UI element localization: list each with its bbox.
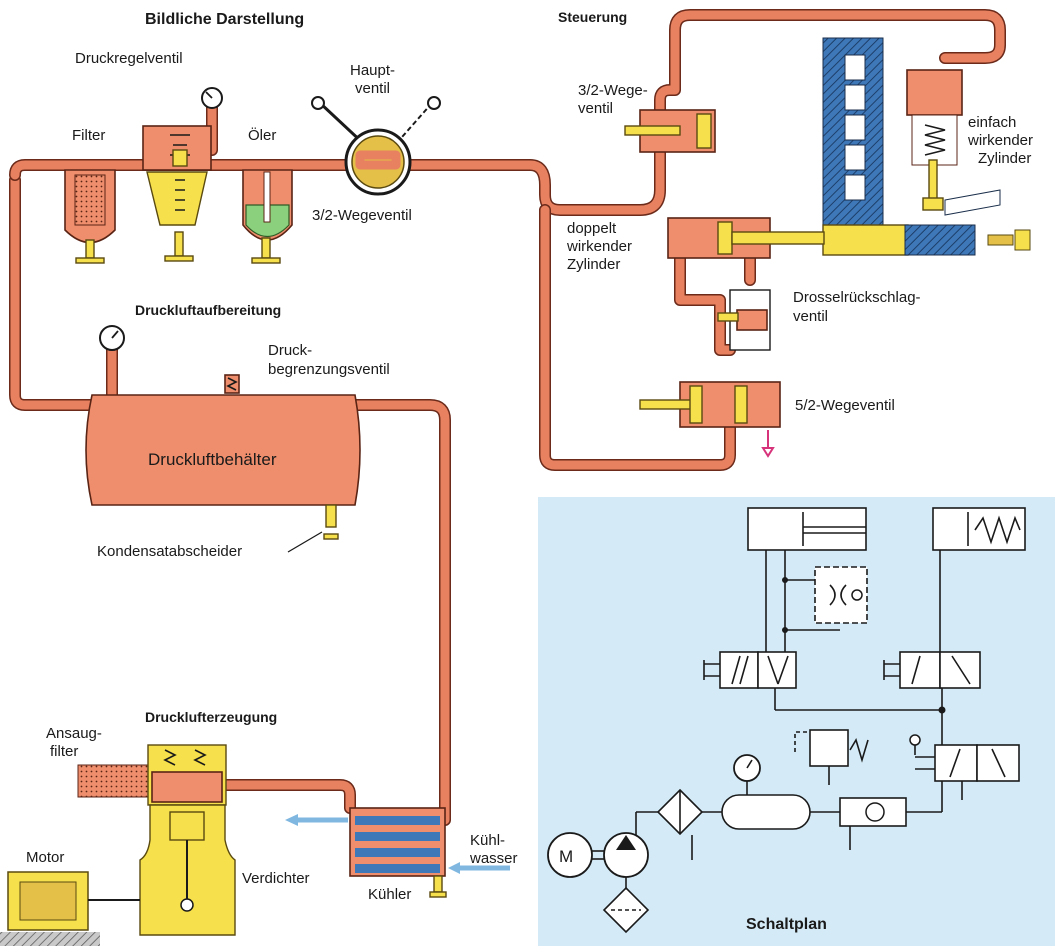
- label-double-cyl-2: wirkender: [566, 238, 632, 255]
- label-valve-32-main: 3/2-Wegeventil: [312, 207, 412, 224]
- heading-main: Bildliche Darstellung: [145, 11, 304, 28]
- label-motor: Motor: [26, 849, 64, 866]
- circuit-diagram-panel: [538, 497, 1055, 946]
- valve-5-2-way: [639, 381, 781, 458]
- label-valve-52: 5/2-Wegeventil: [795, 397, 895, 414]
- label-valve-32-ctrl-1: 3/2-Wege-: [578, 82, 648, 99]
- label-intake-2: filter: [50, 743, 78, 760]
- cooler-unit: [285, 807, 510, 898]
- double-acting-cylinder: [667, 217, 825, 259]
- workpiece-magazine: [822, 37, 884, 229]
- oiler-unit: [242, 169, 293, 264]
- label-single-cyl-1: einfach: [968, 114, 1016, 131]
- label-throttle-2: ventil: [793, 308, 828, 325]
- motor-symbol-label: M: [559, 847, 573, 866]
- label-single-cyl-3: Zylinder: [978, 150, 1031, 167]
- label-pressure-regulator: Druckregelventil: [75, 50, 183, 67]
- label-intake-1: Ansaug-: [46, 725, 102, 742]
- label-tank: Druckluftbehälter: [148, 450, 277, 469]
- label-cooling-1: Kühl-: [470, 832, 505, 849]
- compressor-head: [147, 744, 227, 806]
- motor-unit: [0, 871, 140, 946]
- label-single-cyl-2: wirkender: [967, 132, 1033, 149]
- label-oiler: Öler: [248, 126, 276, 144]
- label-limit-valve-2: begrenzungsventil: [268, 361, 390, 378]
- label-main-valve-1: Haupt-: [350, 62, 395, 79]
- throttle-check-valve: [717, 289, 771, 351]
- filter-unit: [64, 169, 116, 264]
- heading-preparation: Druckluftaufbereitung: [135, 302, 281, 318]
- compressor-body: [139, 804, 236, 936]
- single-acting-cylinder: [906, 69, 1001, 216]
- label-cooler: Kühler: [368, 886, 411, 903]
- label-double-cyl-1: doppelt: [567, 220, 617, 237]
- label-throttle-1: Drosselrückschlag-: [793, 289, 921, 306]
- feed-block: [822, 224, 1031, 256]
- pressure-gauge-regulator: [201, 87, 223, 109]
- pressure-regulator-valve: [142, 125, 212, 262]
- heading-control: Steuerung: [558, 9, 627, 25]
- control-3-2-way-valve: [624, 109, 716, 153]
- heading-circuit: Schaltplan: [746, 916, 827, 933]
- compressed-air-tank: [85, 325, 361, 540]
- label-filter: Filter: [72, 127, 105, 144]
- compressed-air-pipes: [9, 9, 1006, 826]
- label-limit-valve-1: Druck-: [268, 342, 312, 359]
- label-cooling-2: wasser: [469, 850, 518, 867]
- label-condensate: Kondensatabscheider: [97, 543, 242, 560]
- label-main-valve-2: ventil: [355, 80, 390, 97]
- label-compressor: Verdichter: [242, 870, 310, 887]
- label-valve-32-ctrl-2: ventil: [578, 100, 613, 117]
- main-3-2-way-valve: [311, 96, 441, 196]
- label-double-cyl-3: Zylinder: [567, 256, 620, 273]
- circuit-symbols: [547, 507, 1026, 934]
- heading-generation: Drucklufterzeugung: [145, 709, 277, 725]
